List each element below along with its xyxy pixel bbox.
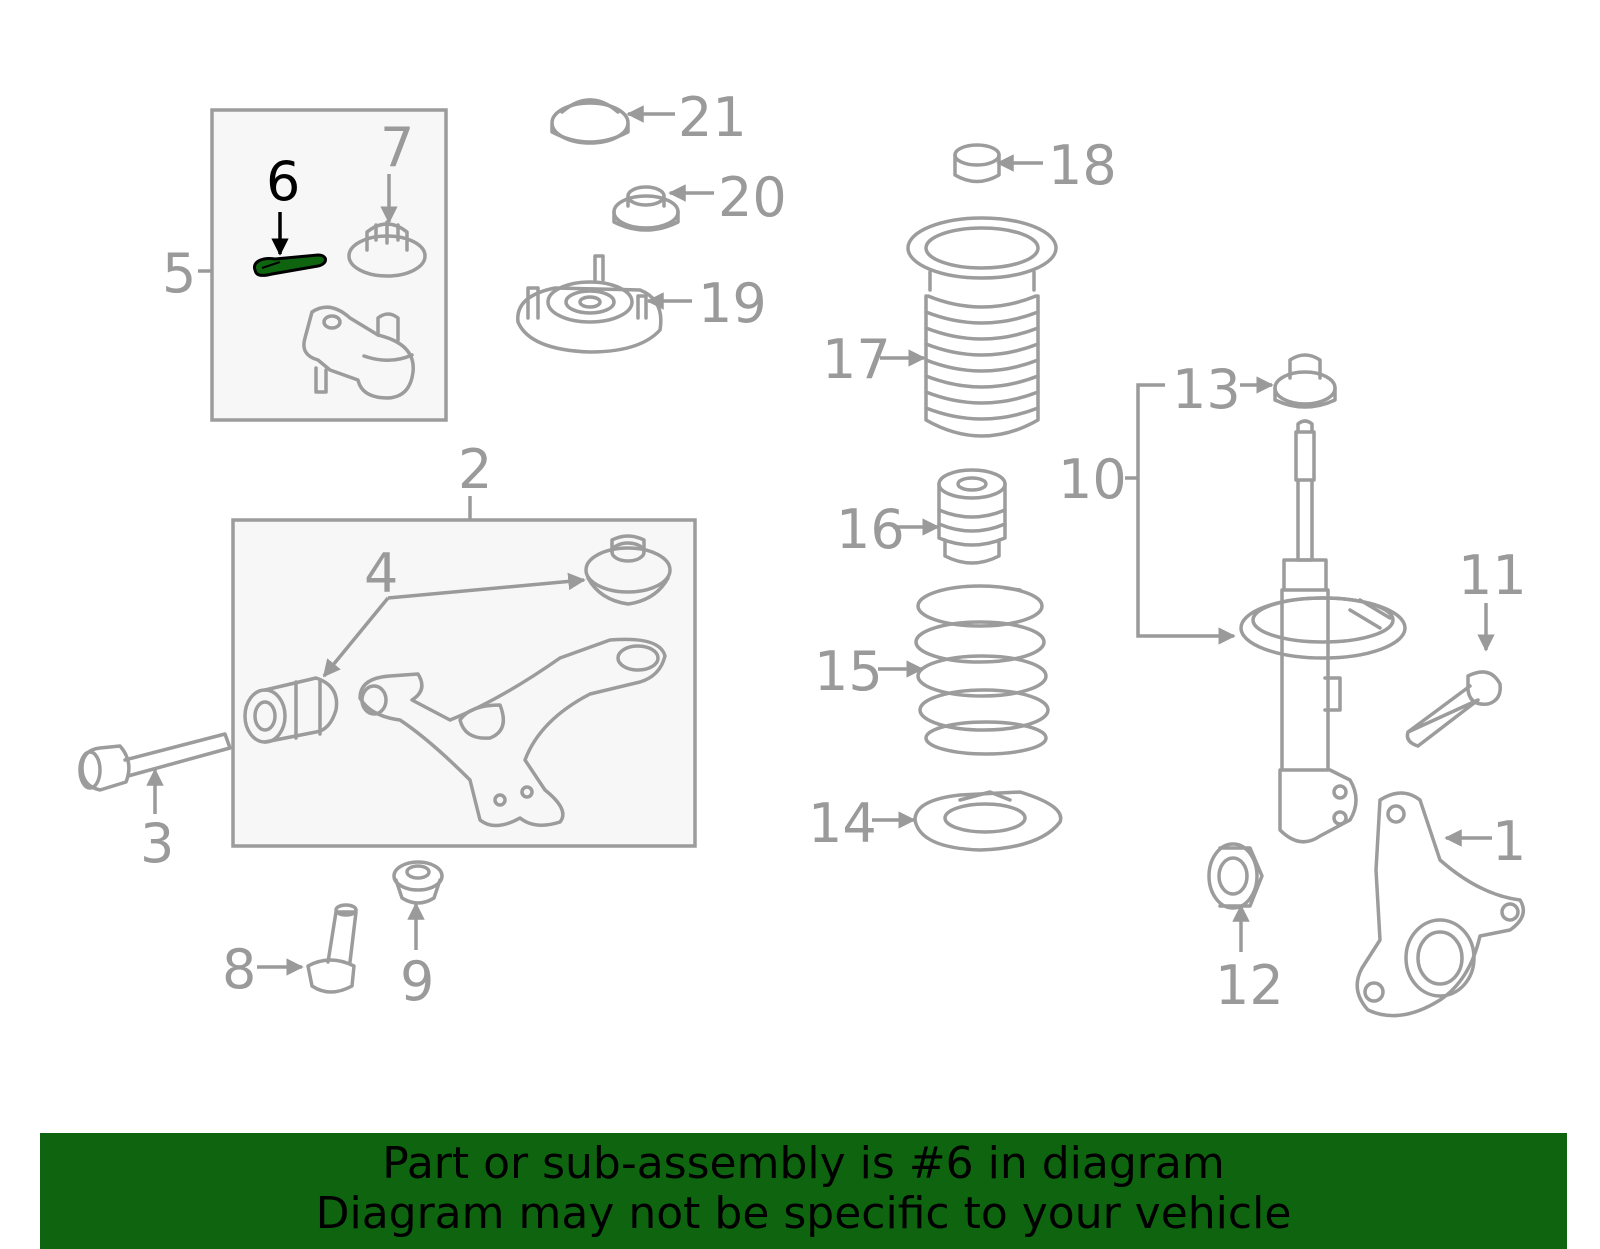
callout-11: 11 xyxy=(1458,544,1527,607)
callout-10: 10 xyxy=(1058,448,1127,511)
callout-6[interactable]: 6 xyxy=(266,150,300,213)
callout-16: 16 xyxy=(836,498,905,561)
callout-14: 14 xyxy=(808,792,877,855)
callout-7: 7 xyxy=(380,116,414,179)
lower-control-arm xyxy=(358,637,667,828)
callout-20: 20 xyxy=(718,166,787,229)
part-4-bushing-front xyxy=(243,676,339,744)
assembly-2-box xyxy=(231,518,697,848)
part-3-bolt xyxy=(78,732,232,792)
callout-18: 18 xyxy=(1048,134,1117,197)
part-7-castle-nut xyxy=(347,220,427,278)
part-19-strut-mount xyxy=(516,254,663,354)
part-16-bump-stop xyxy=(937,468,1007,565)
part-13-nut xyxy=(1273,353,1337,409)
callout-3: 3 xyxy=(140,812,174,875)
part-21-cap xyxy=(550,98,630,145)
part-11-bolt xyxy=(1405,670,1502,748)
part-9-nut xyxy=(392,860,444,905)
part-6-cotter-pin[interactable] xyxy=(252,253,327,277)
part-8-bolt xyxy=(306,903,358,994)
callout-21: 21 xyxy=(678,86,747,149)
part-4-bushing-rear xyxy=(584,534,672,606)
part-1-steering-knuckle xyxy=(1355,791,1526,1018)
callout-12: 12 xyxy=(1215,954,1284,1017)
callout-1: 1 xyxy=(1492,810,1526,873)
part-14-spring-seat xyxy=(913,790,1063,852)
callout-13: 13 xyxy=(1172,358,1241,421)
leader-lines xyxy=(146,105,1495,976)
banner-line-part: Part or sub-assembly is #6 in diagram xyxy=(382,1138,1225,1189)
part-18-bushing xyxy=(953,143,1001,184)
info-banner: Part or sub-assembly is #6 in diagram Di… xyxy=(40,1133,1567,1249)
part-20-nut xyxy=(612,185,680,232)
callout-5: 5 xyxy=(162,242,196,305)
callout-15: 15 xyxy=(814,640,883,703)
part-10-strut xyxy=(1239,419,1407,844)
callout-2: 2 xyxy=(458,438,492,501)
callout-17: 17 xyxy=(822,328,891,391)
callout-8: 8 xyxy=(222,938,256,1001)
banner-line-disclaimer: Diagram may not be specific to your vehi… xyxy=(315,1188,1292,1239)
callout-labels: 1 2 3 4 5 6 7 8 9 10 11 12 13 14 15 16 1… xyxy=(140,86,1527,1017)
part-12-nut xyxy=(1207,842,1264,910)
callout-9: 9 xyxy=(400,950,434,1013)
part-17-dust-boot xyxy=(906,216,1058,438)
part-15-coil-spring xyxy=(914,584,1050,756)
ball-joint xyxy=(302,305,415,400)
callout-19: 19 xyxy=(698,272,767,335)
callout-4: 4 xyxy=(364,542,398,605)
